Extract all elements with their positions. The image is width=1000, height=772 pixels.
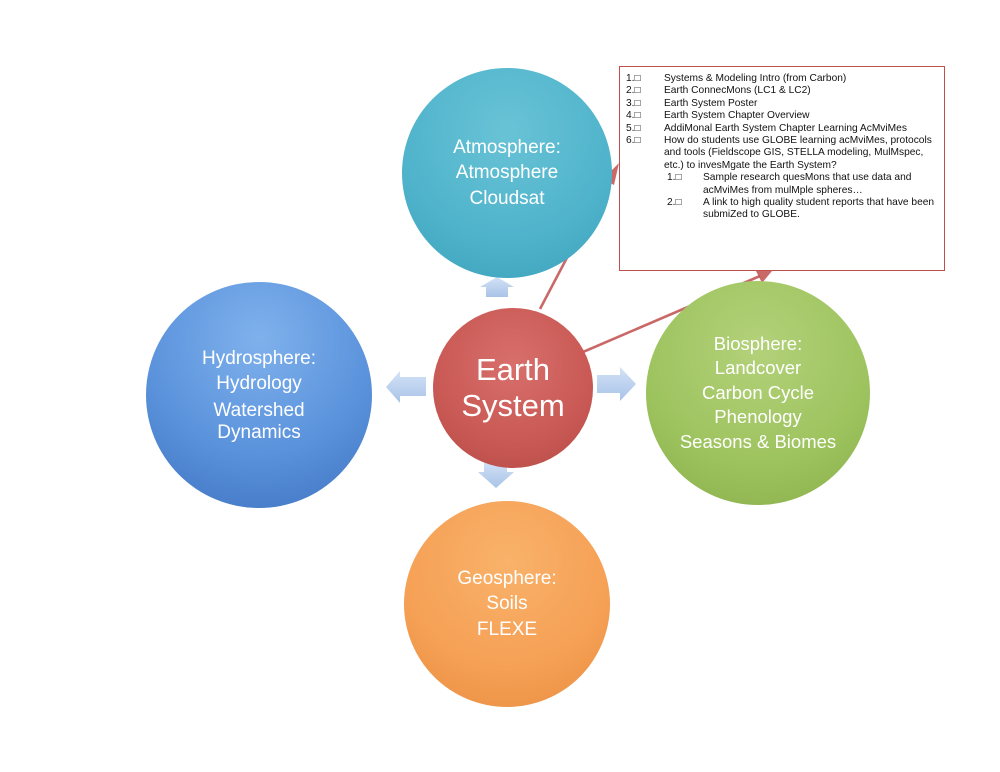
atmosphere-title: Atmosphere:	[453, 137, 561, 159]
notes-box: 1.□ Systems & Modeling Intro (from Carbo…	[619, 66, 945, 271]
hydrosphere-circle: Hydrosphere: Hydrology Watershed Dynamic…	[146, 282, 372, 508]
hydrosphere-title: Hydrosphere:	[201, 348, 317, 370]
list-item-text: Earth System Poster	[664, 97, 758, 109]
list-item: 4.□ Earth System Chapter Overview	[626, 110, 938, 122]
hydrosphere-topic: Hydrology	[216, 373, 302, 395]
earth-system-circle: Earth System	[433, 308, 593, 468]
geosphere-circle: Geosphere: Soils FLEXE	[404, 501, 610, 707]
atmosphere-topic: Cloudsat	[469, 187, 545, 209]
hydrosphere-topic: Dynamics	[217, 422, 301, 444]
list-item: 3.□ Earth System Poster	[626, 98, 938, 110]
arrow-up-icon	[480, 277, 514, 297]
geosphere-topic: FLEXE	[476, 618, 538, 640]
sub-list-item: 1.□ Sample research quesMons that use da…	[626, 172, 938, 197]
list-item-number: 5.□	[626, 122, 641, 134]
biosphere-title: Biosphere:	[713, 332, 803, 354]
biosphere-topic: Phenology	[714, 406, 802, 428]
arrow-right-icon	[597, 367, 636, 401]
list-item: 2.□ Earth ConnecMons (LC1 & LC2)	[626, 85, 938, 97]
atmosphere-circle: Atmosphere: Atmosphere Cloudsat	[402, 68, 612, 278]
arrow-left-icon	[386, 371, 426, 403]
list-item-text: AddiMonal Earth System Chapter Learning …	[664, 122, 907, 134]
sub-list-item-text: A link to high quality student reports t…	[703, 197, 935, 221]
geosphere-topic: Soils	[486, 593, 528, 615]
list-item-text: Earth ConnecMons (LC1 & LC2)	[664, 85, 811, 97]
list-item-text: How do students use GLOBE learning acMvi…	[664, 135, 932, 171]
earth-system-title: Earth	[475, 352, 551, 388]
list-item-number: 3.□	[626, 97, 641, 109]
list-item-text: Systems & Modeling Intro (from Carbon)	[664, 73, 847, 84]
geosphere-title: Geosphere:	[457, 568, 557, 590]
biosphere-circle: Biosphere: Landcover Carbon Cycle Phenol…	[646, 281, 870, 505]
list-item: 1.□ Systems & Modeling Intro (from Carbo…	[626, 73, 938, 85]
list-item: 5.□ AddiMonal Earth System Chapter Learn…	[626, 123, 938, 135]
hydrosphere-topic: Watershed	[213, 400, 305, 422]
biosphere-topic: Landcover	[714, 357, 802, 379]
list-item-number: 6.□	[626, 135, 641, 147]
list-item: 6.□ How do students use GLOBE learning a…	[626, 135, 938, 172]
sub-list-item: 2.□ A link to high quality student repor…	[626, 197, 938, 222]
sub-list-item-number: 1.□	[667, 172, 682, 184]
sub-list-item-number: 2.□	[667, 197, 682, 209]
list-item-number: 1.□	[626, 73, 641, 84]
list-item-text: Earth System Chapter Overview	[664, 110, 810, 122]
biosphere-topic: Seasons & Biomes	[679, 430, 837, 452]
sub-list-item-text: Sample research quesMons that use data a…	[703, 172, 912, 196]
list-item-number: 2.□	[626, 85, 641, 97]
earth-system-title: System	[461, 388, 565, 423]
list-item-number: 4.□	[626, 110, 641, 122]
biosphere-topic: Carbon Cycle	[701, 381, 815, 403]
atmosphere-topic: Atmosphere	[455, 162, 559, 184]
